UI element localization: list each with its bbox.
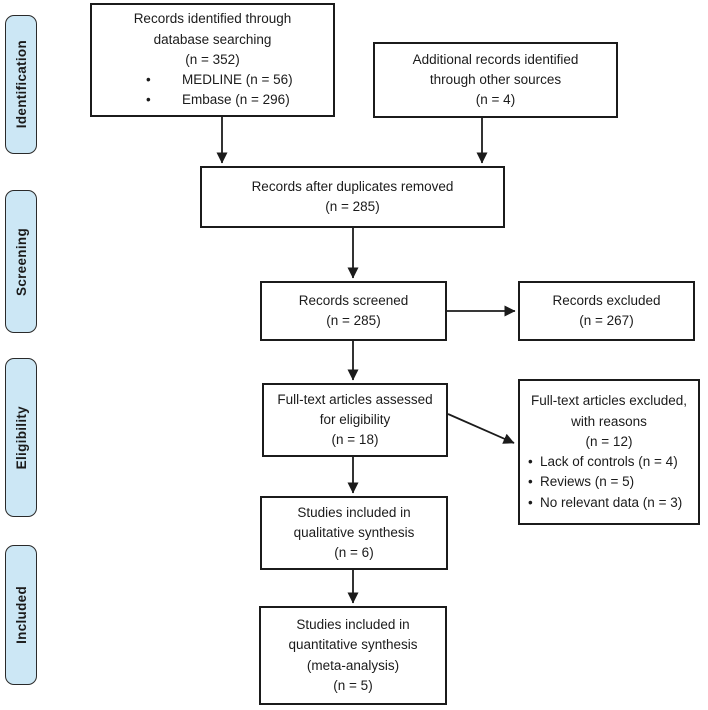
text-line: qualitative synthesis [293,524,415,540]
text-line: Records screened [298,292,409,308]
node-records-identified: Records identified through database sear… [90,3,335,117]
node-duplicates-removed: Records after duplicates removed (n = 28… [200,166,505,228]
text-line: Studies included in [297,504,411,520]
arrow-fulltext-to-excluded [447,413,515,444]
text-line: (n = 5) [333,677,373,693]
database-bullet-list: MEDLINE (n = 56) Embase (n = 296) [146,70,327,111]
stage-included-label: Included [13,586,29,644]
node-quantitative-synthesis: Studies included in quantitative synthes… [259,606,447,705]
text-line: (n = 12) [585,433,633,449]
bullet-item: Lack of controls (n = 4) [528,452,692,473]
text-line: quantitative synthesis [288,637,418,653]
node-fulltext-excluded: Full-text articles excluded, with reason… [518,379,700,525]
node-additional-records: Additional records identified through ot… [373,42,618,118]
bullet-item: No relevant data (n = 3) [528,493,692,514]
bullet-item: MEDLINE (n = 56) [146,70,327,91]
text-line: (n = 6) [334,545,374,561]
text-line: (n = 285) [325,199,380,214]
bullet-item: Embase (n = 296) [146,90,327,111]
text-line: (n = 285) [326,313,381,328]
text-line: Full-text articles assessed [277,391,433,407]
text-line: (n = 18) [331,432,379,448]
text-line: through other sources [429,71,562,87]
node-records-excluded: Records excluded (n = 267) [518,281,695,341]
text-line: Records identified through [133,11,292,27]
text-line: with reasons [571,413,647,429]
stage-screening-label: Screening [13,227,29,296]
text-line: Records excluded [552,292,661,308]
node-records-screened: Records screened (n = 285) [260,281,447,341]
text-line: for eligibility [319,411,391,427]
node-fulltext-assessed: Full-text articles assessed for eligibil… [262,383,448,457]
text-line: (n = 4) [475,92,516,108]
stage-screening: Screening [5,190,37,333]
text-line: (n = 352) [185,51,240,67]
stage-identification-label: Identification [13,40,29,129]
text-line: (meta-analysis) [306,657,400,673]
stage-eligibility: Eligibility [5,358,37,517]
text-line: (n = 267) [579,313,634,328]
node-qualitative-synthesis: Studies included in qualitative synthesi… [260,496,448,570]
bullet-item: Reviews (n = 5) [528,472,692,493]
text-line: Additional records identified [412,51,579,67]
exclusion-reason-list: Lack of controls (n = 4) Reviews (n = 5)… [528,452,692,513]
text-line: database searching [153,31,272,47]
text-line: Records after duplicates removed [251,178,454,194]
stage-included: Included [5,545,37,685]
stage-identification: Identification [5,15,37,154]
stage-eligibility-label: Eligibility [13,405,29,470]
text-line: Studies included in [296,617,410,632]
text-line: Full-text articles excluded, [530,393,688,409]
